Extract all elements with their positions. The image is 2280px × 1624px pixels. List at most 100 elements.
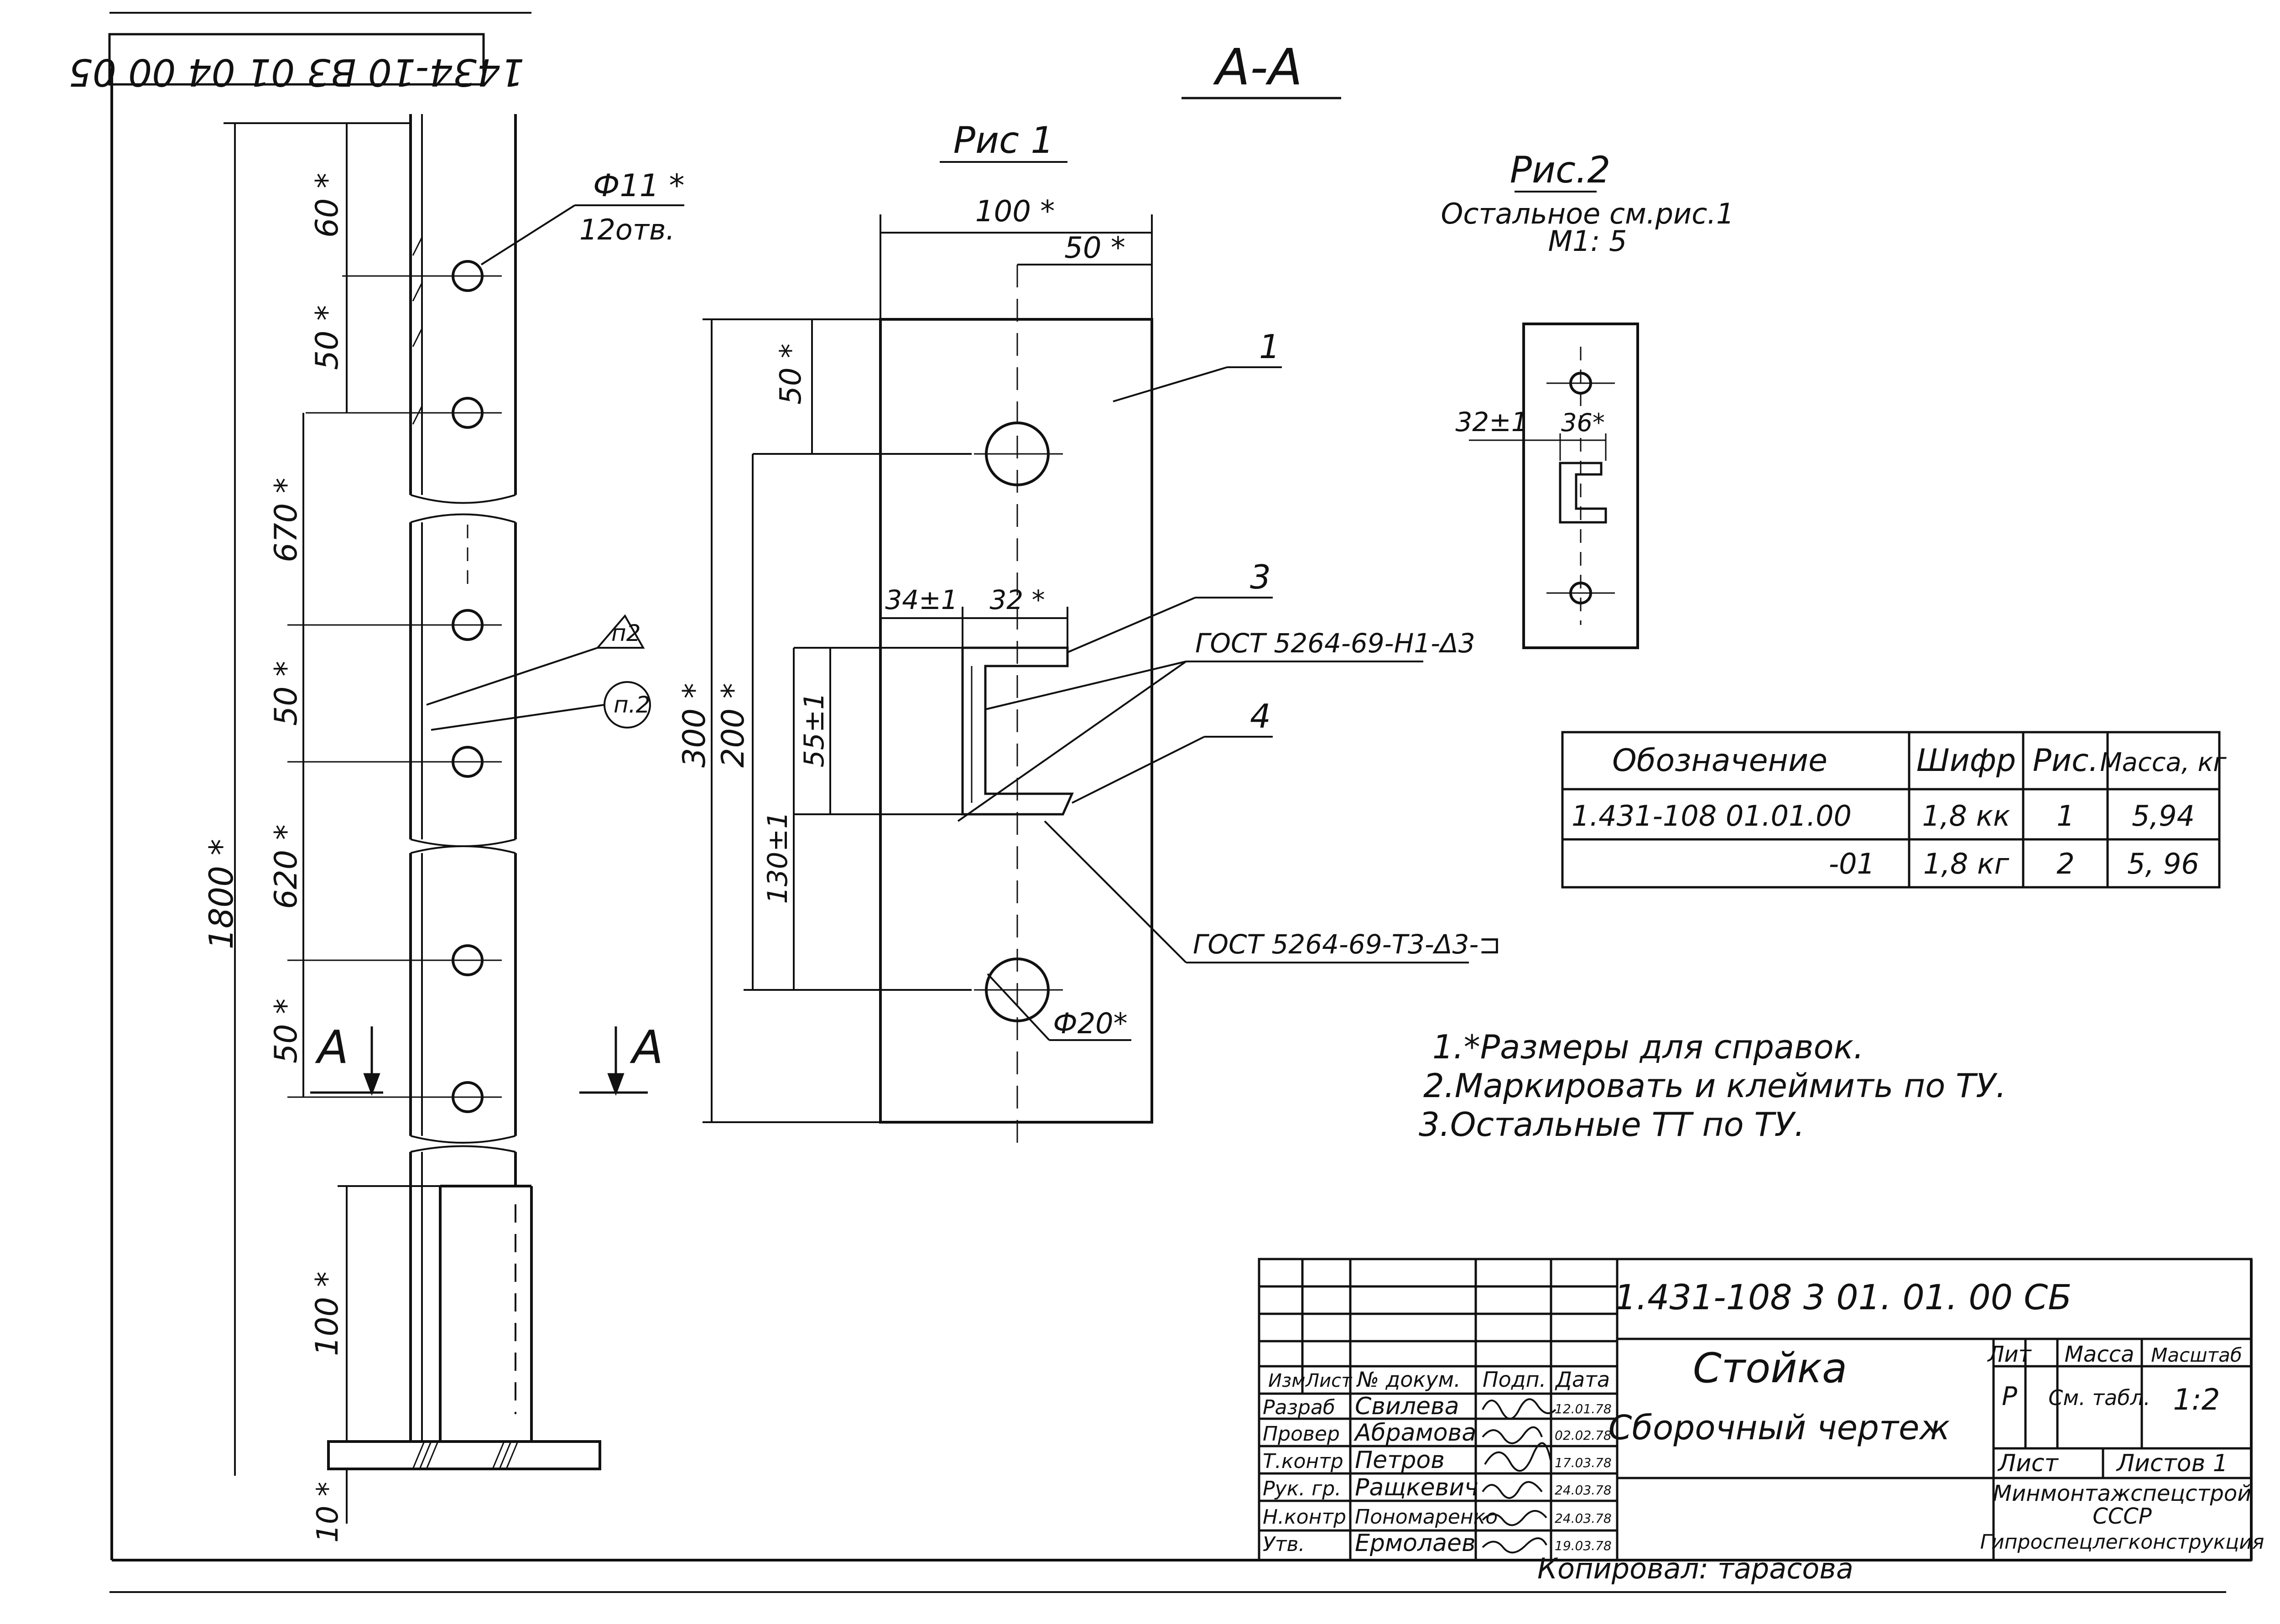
- spec-row1-mass: 5,94: [2132, 799, 2195, 833]
- tb-header-sign: Подп.: [1483, 1367, 1546, 1392]
- section-markers: [310, 1026, 648, 1096]
- fig2-scale: М1: 5: [1548, 224, 1627, 258]
- tb-role-4: Рук. гр.: [1263, 1477, 1341, 1500]
- tb-name-4: Ращкевич: [1355, 1474, 1478, 1501]
- fig1-dim-34: 34±1: [885, 584, 958, 615]
- spec-row1-designation: 1.431-108 01.01.00: [1572, 799, 1852, 833]
- tb-sheet-label: Лист: [1997, 1450, 2059, 1477]
- fig1-dim-300: 300 *: [677, 683, 713, 767]
- fig2-dim-32: 32±1: [1455, 406, 1528, 437]
- tb-org-3: Гипроспецлегконструкция: [1980, 1530, 2264, 1554]
- tb-sheets-label: Листов 1: [2116, 1450, 2228, 1477]
- tb-designation: 1.431-108 3 01. 01. 00 СБ: [1614, 1277, 2072, 1317]
- spec-row2-fig: 2: [2056, 847, 2074, 880]
- fig1-callout-1: 1: [1259, 328, 1280, 366]
- weld-label-1: ГОСТ 5264-69-Н1-Δ3: [1195, 628, 1475, 659]
- fig2-title: Рис.2: [1510, 149, 1611, 191]
- fig1-plate: [879, 265, 1153, 1150]
- spec-row2-mass: 5, 96: [2127, 847, 2199, 880]
- hole-diameter-label: Ф11 *: [593, 168, 685, 204]
- section-marker-right: А: [630, 1020, 663, 1074]
- spec-header-code: Шифр: [1916, 743, 2016, 779]
- fig1-dim-50: 50 *: [1064, 231, 1125, 265]
- spec-table: [1561, 731, 2221, 889]
- spec-row1-code: 1,8 кк: [1922, 799, 2010, 833]
- tb-date-4: 24.03.78: [1555, 1483, 1612, 1498]
- tb-role-2: Провер: [1263, 1422, 1340, 1446]
- dim-overall: 1800 *: [202, 839, 240, 949]
- section-marker-left: А: [315, 1020, 349, 1074]
- hole-count-label: 12отв.: [579, 213, 675, 246]
- spec-header-designation: Обозначение: [1612, 743, 1827, 779]
- tb-scale-value: 1:2: [2173, 1383, 2220, 1417]
- tb-header-doc: № докум.: [1356, 1367, 1461, 1392]
- dim-100: 100 *: [309, 1271, 345, 1356]
- tb-mass-value: См. табл.: [2048, 1385, 2150, 1410]
- fig1-dim-200: 200 *: [715, 683, 751, 767]
- tb-name-2: Абрамова: [1353, 1419, 1476, 1447]
- fig1-title: Рис 1: [953, 119, 1054, 161]
- main-view: [327, 114, 601, 1470]
- spec-header-mass: Масса, кг: [2100, 748, 2227, 777]
- tb-date-6: 19.03.78: [1555, 1538, 1612, 1553]
- fig1-dim-130: 130±1: [762, 812, 794, 904]
- dim-60: 60 *: [309, 173, 345, 238]
- tb-name-3: Петров: [1355, 1447, 1445, 1474]
- spec-row2-code: 1,8 кг: [1923, 847, 2009, 880]
- archive-stamp: 1434-10 В3 01 04 00 05: [69, 33, 525, 94]
- fig1-dim-100: 100 *: [975, 195, 1055, 229]
- fig1-dim-32: 32 *: [989, 584, 1045, 615]
- archive-stamp-text: 1434-10 В3 01 04 00 05: [69, 50, 525, 94]
- tb-lit-label: Лит: [1987, 1342, 2032, 1367]
- tb-name-6: Ермолаев: [1355, 1530, 1476, 1557]
- fig1-callout-3: 3: [1250, 558, 1271, 596]
- fig1-dim-50v: 50 *: [774, 344, 808, 405]
- dim-620: 620 *: [268, 824, 304, 909]
- fig2-dim-36: 36*: [1561, 408, 1605, 437]
- tb-header-list: Лист: [1305, 1370, 1353, 1391]
- tb-mass-label: Масса: [2064, 1342, 2134, 1367]
- note-3: 3.Остальные ТТ по ТУ.: [1419, 1105, 1805, 1144]
- tb-role-5: Н.контр: [1263, 1505, 1346, 1529]
- title-block-grid: [1258, 1258, 2253, 1562]
- fig1-dimensions: [703, 214, 1153, 1123]
- spec-row1-fig: 1: [2056, 799, 2074, 833]
- fig1-dim-dia20: Ф20*: [1053, 1007, 1127, 1040]
- tb-date-1: 12.01.78: [1555, 1401, 1612, 1416]
- tb-name-5: Пономаренко: [1355, 1505, 1498, 1529]
- tb-doc-type: Сборочный чертеж: [1608, 1408, 1950, 1447]
- tb-role-6: Утв.: [1263, 1533, 1305, 1556]
- fig2-plate: [1469, 323, 1639, 649]
- post-holes: [287, 260, 502, 1113]
- main-dimensions: [224, 122, 440, 1524]
- tb-scale-label: Масштаб: [2151, 1344, 2242, 1366]
- note-1: 1.*Размеры для справок.: [1432, 1028, 1864, 1066]
- tb-role-3: Т.контр: [1263, 1450, 1343, 1473]
- hole-callout: [480, 204, 684, 265]
- tb-date-3: 17.03.78: [1555, 1455, 1612, 1470]
- tb-name: Стойка: [1693, 1344, 1847, 1392]
- tb-org-2: СССР: [2093, 1504, 2152, 1529]
- spec-header-fig: Рис.: [2033, 743, 2098, 779]
- tb-role-1: Разраб: [1263, 1396, 1335, 1419]
- weld-label-2: ГОСТ 5264-69-Т3-Δ3-⊐: [1193, 929, 1501, 960]
- tb-header-date: Дата: [1555, 1367, 1610, 1392]
- note-circle-label: п.2: [614, 692, 650, 718]
- note-triangle-label: п2: [611, 620, 641, 646]
- note-2: 2.Маркировать и клеймить по ТУ.: [1423, 1067, 2006, 1105]
- dim-50a: 50 *: [309, 305, 345, 370]
- dim-10: 10 *: [311, 1482, 345, 1543]
- tb-date-5: 24.03.78: [1555, 1511, 1612, 1526]
- tb-name-1: Свилева: [1355, 1393, 1459, 1420]
- fig1-callout-4: 4: [1250, 697, 1271, 735]
- dim-50c: 50 *: [268, 999, 304, 1063]
- fig1-leaders: [957, 366, 1469, 963]
- section-title: А-А: [1213, 38, 1302, 96]
- tb-header-izm: Изм: [1268, 1370, 1305, 1391]
- tb-org-1: Минмонтажспецстрой: [1993, 1481, 2252, 1506]
- dim-670: 670 *: [268, 478, 304, 562]
- fig1-dim-55: 55±1: [798, 692, 830, 768]
- tb-date-2: 02.02.78: [1555, 1428, 1612, 1443]
- fig2-subtitle: Остальное см.рис.1: [1441, 197, 1734, 230]
